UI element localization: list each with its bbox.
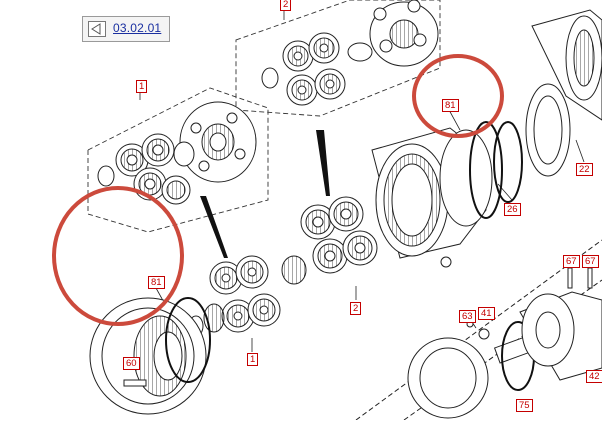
callout-63[interactable]: 63 [459,310,476,323]
section-navigation: 03.02.01 [82,16,170,42]
back-arrow-icon[interactable] [88,21,106,37]
callout-42[interactable]: 42 [586,370,602,383]
planet-gear-set-center [281,196,378,285]
callout-60[interactable]: 60 [123,357,140,370]
callout-67-right[interactable]: 67 [582,255,599,268]
ring-gear-housing [371,127,493,268]
callout-75[interactable]: 75 [516,399,533,412]
o-ring-lower [165,297,211,383]
planet-gear-set-lower-left [188,255,281,337]
callout-2-center[interactable]: 2 [350,302,362,315]
hydraulic-motor-lower-right [355,239,602,421]
callout-81-lower[interactable]: 81 [148,276,165,289]
assembly-pointer-1 [200,196,228,258]
callout-26[interactable]: 26 [504,203,521,216]
assembly-pointer-2 [316,130,330,196]
callout-1-lower[interactable]: 1 [247,353,259,366]
callout-22[interactable]: 22 [576,163,593,176]
planet-gear-set-upper [261,32,346,106]
callout-41[interactable]: 41 [478,307,495,320]
callout-81-upper[interactable]: 81 [442,99,459,112]
final-drive-housing-upper-right [525,9,602,177]
highlight-circle-upper [412,54,504,138]
planet-carrier-upper-left [173,101,257,183]
section-code-link[interactable]: 03.02.01 [113,21,162,35]
callout-1-upper[interactable]: 1 [136,80,148,93]
subassembly-1-box [87,87,269,233]
callout-2-upper[interactable]: 2 [280,0,292,11]
highlight-circle-lower [52,186,184,326]
o-ring-upper [469,121,523,219]
callout-67-left[interactable]: 67 [563,255,580,268]
planet-carrier-upper [347,0,439,67]
planet-gear-set-upper-left [97,133,191,205]
